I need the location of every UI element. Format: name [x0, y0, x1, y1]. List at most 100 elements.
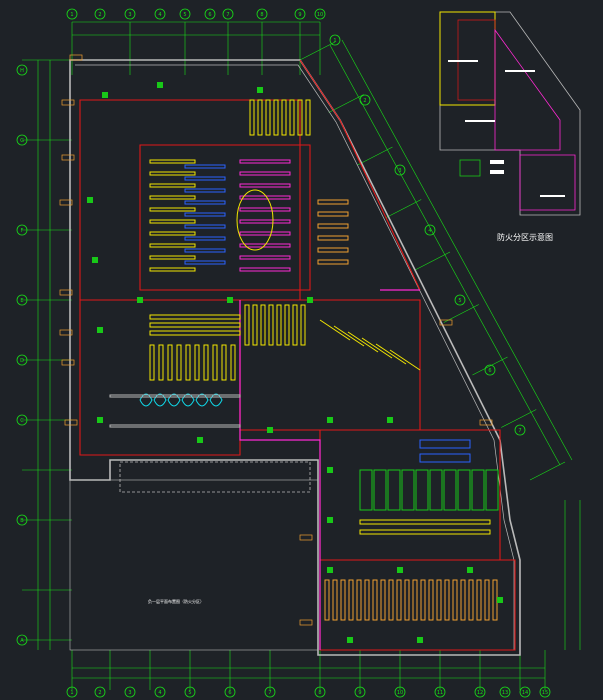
shelf-orange-bottom [468, 579, 474, 621]
axis-grid-lines [22, 21, 581, 690]
axis-bubble-icon [16, 414, 28, 426]
fire-zone-main-boundary [239, 300, 321, 650]
shelf-orange [317, 211, 349, 217]
axis-bubble-label: 7 [226, 12, 229, 18]
shelf-yellow-column [292, 304, 298, 346]
axis-bubble-icon [539, 686, 551, 698]
axis-bubble-label: B [20, 518, 24, 524]
shelf-blue [184, 164, 226, 169]
inset-label-bar [540, 195, 565, 197]
inset-zone-4 [519, 154, 576, 211]
axis-bubble-icon [204, 8, 216, 20]
shelf-magenta [239, 219, 291, 224]
equipment-symbol-icon [307, 297, 313, 303]
fire-zone-boundary [299, 59, 421, 291]
shelf-yellow-column [300, 304, 306, 346]
shelf-yellow-bottom [359, 519, 491, 525]
axis-bubble-label: 5 [183, 12, 186, 18]
axis-bubble-icon [16, 64, 28, 76]
equipment-symbol-icon [137, 297, 143, 303]
dimension-line-diagonal [329, 44, 561, 466]
shelf-magenta [239, 255, 291, 260]
axis-bubble-icon [454, 294, 466, 306]
shelf-yellow-column [260, 304, 266, 346]
equipment-symbol-icon [92, 257, 98, 263]
axis-bubble-label: 10 [317, 12, 323, 18]
shelf-diagonal [389, 349, 421, 371]
shelf-diagonal [319, 319, 351, 341]
shelf-yellow-vertical [257, 99, 263, 136]
shelf-green [415, 469, 429, 511]
grid-line-diagonal [529, 461, 566, 481]
axis-bubble-label: 9 [358, 690, 361, 696]
shelf-yellow [149, 231, 196, 236]
shelf-blue [184, 260, 226, 265]
axis-bubble-icon [394, 164, 406, 176]
axis-bubble-icon [394, 686, 406, 698]
shelf-orange-bottom [428, 579, 434, 621]
room-label-box [479, 419, 493, 426]
shelf-green [429, 469, 443, 511]
equipment-symbol-icon [327, 467, 333, 473]
equipment-symbol-icon [397, 567, 403, 573]
axis-bubble-icon [224, 686, 236, 698]
shelf-yellow [149, 255, 196, 260]
equipment-symbol-icon [347, 637, 353, 643]
axis-bubble-label: 8 [260, 12, 263, 18]
axis-bubble-label: 2 [98, 690, 101, 696]
shelf-orange-bottom [452, 579, 458, 621]
shelf-yellow [149, 183, 196, 188]
shelf-orange-bottom [396, 579, 402, 621]
shelf-yellow-band [149, 314, 241, 320]
shelf-yellow-small [221, 344, 227, 381]
shelf-orange-bottom [484, 579, 490, 621]
axis-bubble-icon [514, 424, 526, 436]
equipment-symbol-icon [417, 637, 423, 643]
axis-bubble-label: 14 [522, 690, 528, 696]
shelf-orange-bottom [364, 579, 370, 621]
axis-bubble-icon [484, 364, 496, 376]
axis-bubble-icon [16, 634, 28, 646]
shelf-blue-block [419, 453, 471, 463]
shelf-yellow [149, 195, 196, 200]
legend-title: 防火分区示意图 [497, 232, 553, 242]
shelf-yellow-band [149, 322, 241, 328]
interior-wall [75, 64, 515, 651]
axis-bubble-label: 15 [542, 690, 548, 696]
axis-bubble-label: A [20, 638, 24, 644]
shelf-blue [184, 224, 226, 229]
shelf-diagonal [361, 337, 393, 359]
display-island [236, 189, 274, 251]
axis-bubble-label: 13 [502, 690, 508, 696]
shelf-orange-bottom [332, 579, 338, 621]
axis-bubble-label: 1 [70, 690, 73, 696]
axis-bubble-icon [179, 8, 191, 20]
equipment-symbol-icon [227, 297, 233, 303]
room-label-box [299, 534, 313, 541]
shelf-orange [317, 199, 349, 205]
axis-bubble-icon [184, 686, 196, 698]
axis-bubble-icon [256, 8, 268, 20]
ramp-outline [119, 461, 311, 493]
axis-bubble-icon [314, 686, 326, 698]
axis-bubble-icon [154, 8, 166, 20]
axis-bubble-icon [314, 8, 326, 20]
axis-bubble-icon [16, 514, 28, 526]
grid-line-diagonal [443, 304, 479, 323]
shelf-orange-bottom [340, 579, 346, 621]
shelf-green [387, 469, 401, 511]
axis-bubble-label: 1 [70, 12, 73, 18]
shelf-yellow-vertical [297, 99, 303, 136]
room-label-box [61, 359, 75, 366]
shelf-orange-bottom [412, 579, 418, 621]
shelf-blue [184, 248, 226, 253]
shelf-blue [184, 200, 226, 205]
axis-bubble-label: 5 [188, 690, 191, 696]
axis-bubble-label: 11 [437, 690, 443, 696]
axis-bubble-icon [94, 8, 106, 20]
